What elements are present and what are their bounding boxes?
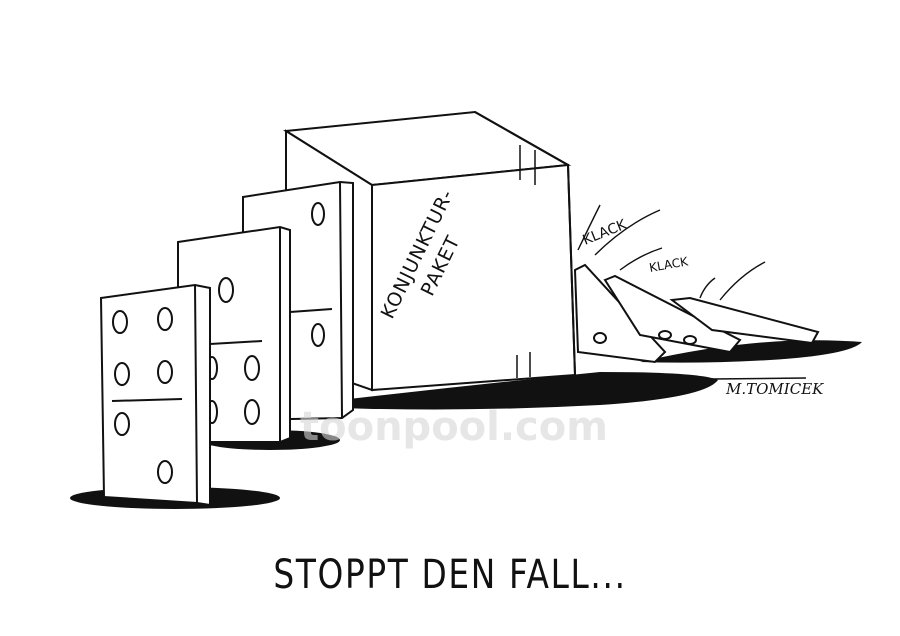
domino-front-pip [112,310,128,334]
domino-middle-divider [209,340,263,345]
domino-back-divider [289,308,333,313]
domino-back-pip [311,202,325,226]
domino-front [99,283,211,507]
domino-middle-pip [218,277,234,303]
domino-front-edge [194,284,198,504]
watermark: toonpool.com [300,404,608,450]
sound-effect-klack-1: KLACK [581,216,630,248]
motion-line [577,204,601,251]
domino-middle-pip [244,355,260,381]
motion-line [619,247,663,271]
motion-line [594,209,661,256]
fallen-domino-2 [603,274,742,354]
motion-line [719,261,766,301]
cartoon-caption: STOPPT DEN FALL... [273,552,627,598]
domino-front-pip [157,460,173,484]
box-edge [474,111,576,376]
domino-front-pip [157,307,173,331]
fallen-domino-pip [593,332,607,344]
box-tape [519,145,536,185]
artist-signature: M.TOMICEK [711,377,824,398]
fallen-dominoes [573,263,820,364]
domino-front-pip [157,360,173,384]
domino-front-pip [114,362,130,386]
domino-back-edge [339,181,343,419]
box-tape-bottom [516,352,531,378]
signature-underline [711,377,807,380]
fallen-domino-pip [683,335,697,345]
sound-effect-klack-2: KLACK [648,254,690,275]
fallen-domino-3 [669,296,820,345]
signature-text: M.TOMICEK [725,380,824,398]
fallen-domino-pip [658,330,672,340]
motion-line [699,277,716,299]
shadow-fallen-dominoes [640,340,862,363]
domino-middle-pip [244,399,260,425]
shadow-box [340,372,718,410]
domino-front-pip [114,412,130,436]
domino-back-pip [311,323,325,347]
motion-lines [577,204,766,301]
domino-front-divider [111,398,183,402]
